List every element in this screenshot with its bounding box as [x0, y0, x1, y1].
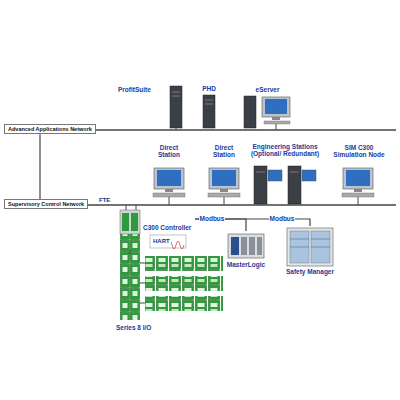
- network-link: [39, 134, 40, 199]
- engineering-station-icon: [254, 166, 316, 204]
- server-icon: [244, 96, 290, 130]
- workstation-icon: [153, 168, 185, 205]
- plc-icon: [228, 234, 264, 258]
- network-link: [129, 250, 130, 254]
- network-label: Supervisory Control Network: [4, 199, 88, 209]
- link-label: Modbus: [199, 215, 226, 222]
- device-label: ProfitSuite: [118, 86, 168, 93]
- device-label: PHD: [196, 85, 222, 92]
- controller-icon: [120, 205, 140, 320]
- server-icon: [203, 95, 215, 128]
- device-node: Series 8 I/O: [116, 254, 226, 334]
- device-label: Series 8 I/O: [116, 324, 186, 331]
- device-label: Engineering Stations (Optional/ Redundan…: [248, 143, 322, 158]
- hart-symbol: [150, 235, 186, 249]
- workstation-icon: [208, 168, 240, 205]
- device-label: eServer: [240, 86, 295, 93]
- network-tag: FTE: [98, 197, 111, 204]
- device-label: C300 Controller: [143, 224, 195, 231]
- server-icon: [170, 86, 182, 130]
- network-tag: HART: [152, 238, 171, 245]
- device-label: Direct Station: [203, 144, 245, 159]
- device-label: MasterLogic: [222, 261, 270, 268]
- device-node: SIM C300 Simulation Node: [328, 142, 390, 200]
- network-name: Advanced Applications Network: [8, 126, 92, 132]
- device-label: Direct Station: [148, 144, 190, 159]
- series-8-io-modules: [140, 256, 223, 311]
- device-node: Engineering Stations (Optional/ Redundan…: [248, 142, 322, 204]
- device-node: Direct Station: [148, 142, 190, 200]
- device-node: MasterLogic: [222, 231, 270, 271]
- link-label: Modbus: [269, 215, 296, 222]
- device-node: Safety Manager: [282, 226, 338, 278]
- network-name: Supervisory Control Network: [8, 201, 84, 207]
- simulation-node-icon: [342, 168, 374, 205]
- device-node: Direct Station: [203, 142, 245, 200]
- device-node: ProfitSuite: [118, 82, 184, 128]
- network-label: Advanced Applications Network: [4, 124, 96, 134]
- device-node: PHD: [196, 82, 222, 128]
- device-label: Safety Manager: [282, 268, 338, 275]
- device-node: eServer: [240, 82, 295, 128]
- safety-cabinet-icon: [287, 228, 333, 266]
- device-label: SIM C300 Simulation Node: [328, 144, 390, 159]
